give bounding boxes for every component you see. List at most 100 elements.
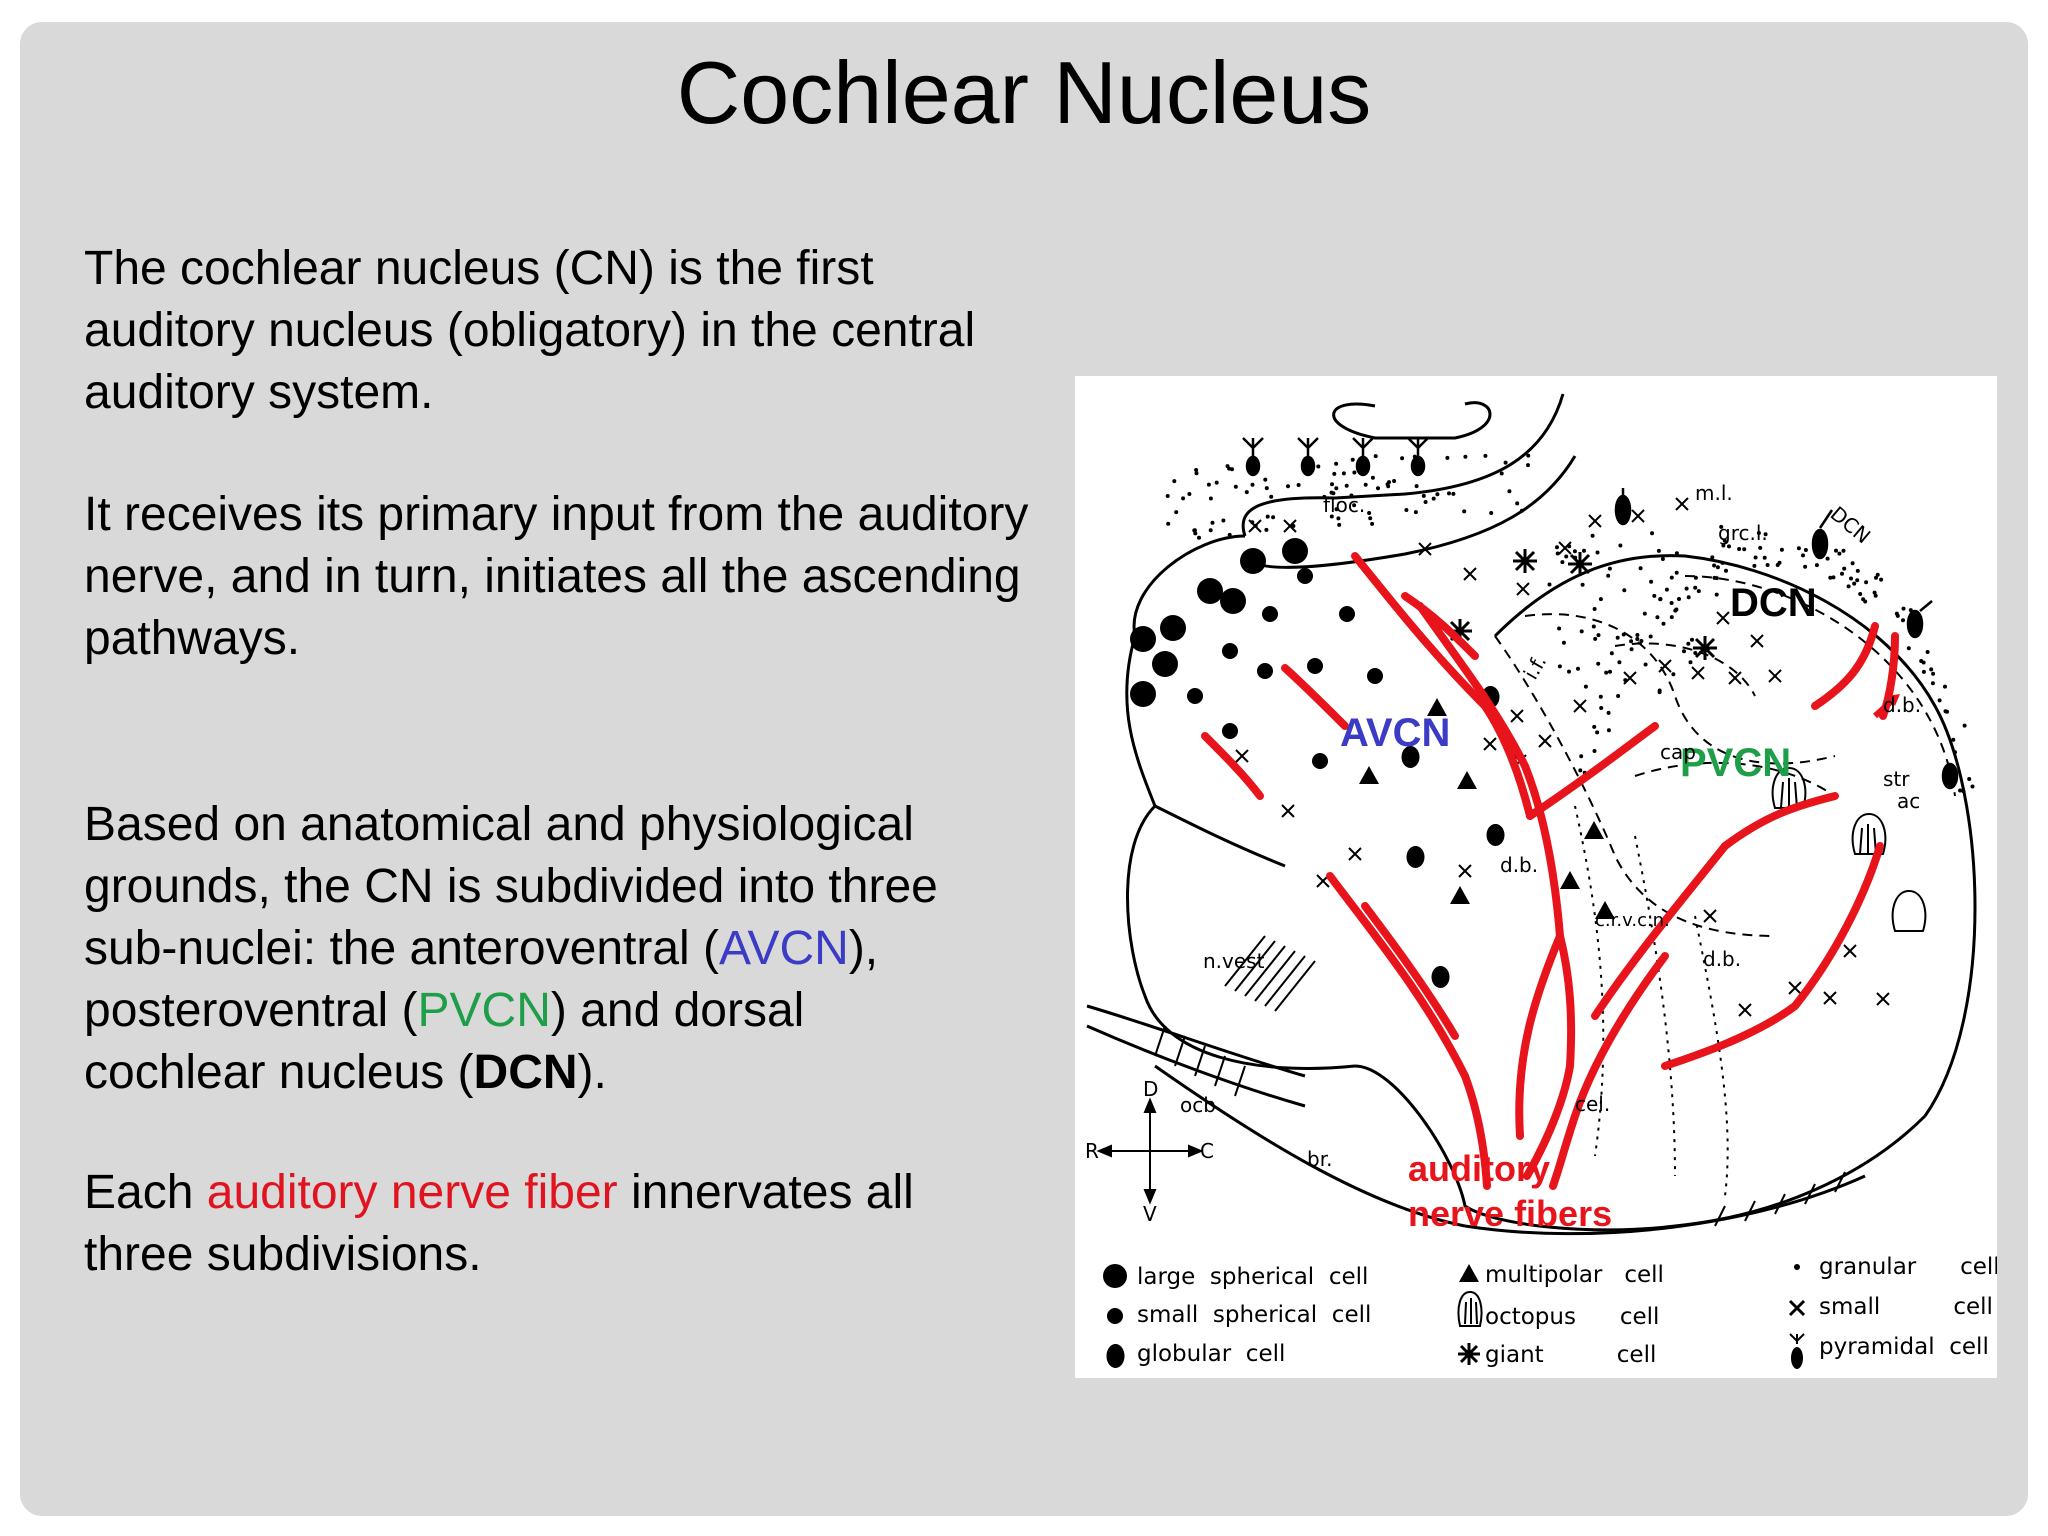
stipple-dot [1921, 669, 1926, 674]
stipple-dot [1499, 471, 1504, 476]
stipple-dot [1674, 551, 1679, 556]
stipple-dot [1656, 548, 1661, 553]
stipple-dot [1765, 563, 1770, 567]
stipple-dot [1334, 507, 1339, 512]
stipple-dot [1503, 460, 1508, 465]
stipple-dot [1269, 494, 1274, 499]
stipple-dot [1609, 651, 1614, 656]
db-label-1: d.b. [1883, 693, 1921, 717]
stipple-dot [1842, 566, 1847, 571]
stipple-dot [1352, 503, 1357, 508]
small-cell-cross [1516, 582, 1530, 596]
stipple-dot [1635, 637, 1640, 641]
cap-label: cap [1660, 740, 1696, 764]
stipple-dot [1715, 565, 1720, 570]
stipple-dot [1598, 597, 1603, 602]
auditory-nerve-fibers [1201, 552, 1899, 1190]
stipple-dot [1194, 468, 1199, 472]
stipple-dot [1489, 511, 1494, 515]
small-cell-cross [1348, 847, 1362, 861]
stipple-dot [1895, 613, 1900, 618]
small-cell-cross [1248, 519, 1262, 533]
stipple-dot [1244, 490, 1249, 495]
stipple-dot [1595, 550, 1600, 555]
small-cell-cross [1281, 804, 1295, 818]
stipple-dot [1370, 521, 1375, 526]
small-cell-cross [1631, 509, 1645, 523]
line: cochlear nucleus ( [84, 1046, 474, 1099]
auditory-nerve-fiber-term: auditory nerve fiber [206, 1166, 618, 1219]
legend-label: octopus cell [1485, 1304, 1659, 1330]
stipple-dot [1547, 582, 1552, 587]
legend-label: giant cell [1485, 1342, 1656, 1368]
stipple-dot [1803, 548, 1808, 552]
stipple-dot [1557, 626, 1562, 631]
db-label-3: d.b. [1703, 947, 1741, 971]
stipple-dot [1316, 464, 1321, 469]
stipple-dot [1462, 509, 1467, 514]
stipple-dot [1962, 723, 1967, 728]
slide-title: Cochlear Nucleus [676, 43, 1372, 142]
stipple-dot [1334, 486, 1339, 491]
small-cell-cross [1458, 864, 1472, 878]
stipple-dot [1669, 575, 1674, 580]
small-cell-cross [1703, 909, 1717, 923]
stipple-dot [1208, 496, 1213, 501]
stipple-dot [1599, 706, 1604, 710]
stipple-dot [1846, 584, 1851, 589]
stipple-dot [1227, 532, 1232, 537]
stipple-dot [1580, 582, 1585, 587]
stipple-dot [1779, 547, 1784, 552]
stipple-dot [1693, 575, 1698, 580]
stipple-dot [1930, 681, 1935, 686]
legend-label: small spherical cell [1137, 1302, 1371, 1328]
paragraph-intro: The cochlear nucleus (CN) is the first a… [84, 242, 976, 419]
br-label: br. [1307, 1147, 1332, 1171]
line: sub-nuclei: the anteroventral ( [84, 922, 720, 975]
legend-label: pyramidal cell [1819, 1334, 1989, 1360]
stipple-dot [1727, 544, 1731, 549]
compass [1096, 1097, 1204, 1205]
stipple-dot [1664, 587, 1669, 592]
stipple-dot [1400, 456, 1405, 461]
stipple-dot [1753, 555, 1758, 560]
stipple-dot [1758, 545, 1763, 550]
stipple-dot [1344, 483, 1349, 488]
stipple-dot [1828, 575, 1833, 580]
stipple-dot [1336, 516, 1341, 521]
stipple-dot [1901, 606, 1906, 611]
stipple-dot [1194, 471, 1199, 476]
small-cell-cross [1538, 734, 1552, 748]
line: grounds, the CN is subdivided into three [84, 860, 938, 913]
db-label-2: d.b. [1500, 853, 1538, 877]
stipple-dot [1596, 633, 1601, 638]
stipple-dot [1961, 789, 1966, 794]
stipple-dot [1322, 494, 1327, 499]
stipple-dot [1775, 563, 1780, 567]
stipple-dot [1919, 659, 1924, 663]
stipple-dot [1264, 486, 1269, 491]
small-cell-cross [1675, 497, 1689, 511]
stipple-dot [1906, 646, 1911, 651]
stipple-dot [1720, 560, 1725, 565]
stipple-dot [1752, 563, 1757, 568]
legend: large spherical cell small spherical cel… [1103, 1254, 1997, 1369]
stipple-dot [1629, 647, 1634, 652]
stipple-dot [1874, 575, 1878, 580]
stipple-dot [1192, 528, 1197, 533]
stipple-dot [1967, 777, 1972, 781]
direction-v: V [1143, 1202, 1157, 1226]
stipple-dot [1451, 491, 1456, 496]
stipple-dot [1814, 563, 1819, 568]
small-cell-cross [1283, 519, 1297, 533]
stipple-dot [1250, 482, 1255, 487]
stipple-dot [1756, 531, 1761, 535]
dcn-term: DCN [473, 1046, 578, 1099]
stipple-dot [1873, 593, 1878, 598]
stipple-dot [1560, 560, 1565, 565]
line: ), [848, 922, 879, 975]
stipple-dot [1579, 629, 1584, 634]
legend-label: small cell [1819, 1294, 1993, 1320]
stipple-dot [1592, 749, 1597, 753]
stipple-dot [1334, 461, 1339, 466]
